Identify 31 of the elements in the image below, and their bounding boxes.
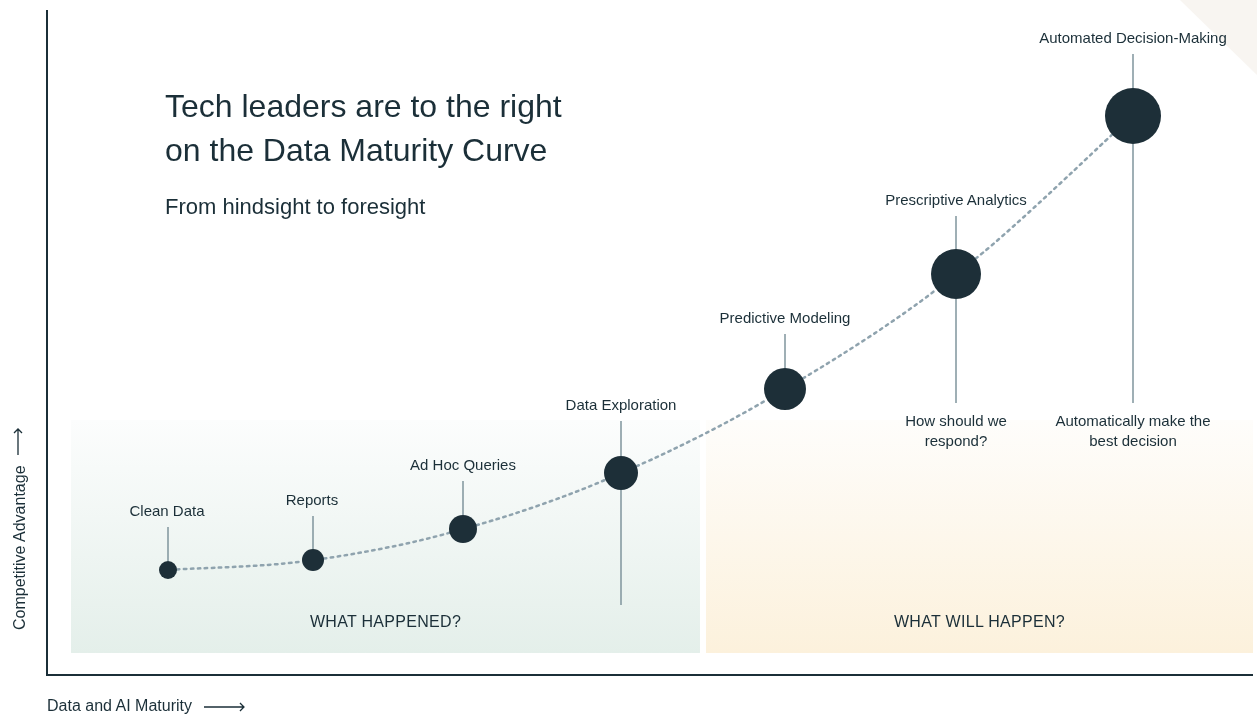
stage-label: Predictive Modeling [719, 306, 851, 329]
leader-line [784, 333, 786, 369]
stage-label: Ad Hoc Queries [410, 453, 516, 476]
axis-label: Data and AI Maturity [47, 697, 192, 715]
stage-label: Automated Decision-Making [1039, 26, 1227, 49]
milestone-dot [764, 368, 806, 410]
leader-line [1132, 53, 1134, 89]
maturity-curve [801, 288, 938, 380]
maturity-curve [475, 478, 607, 527]
leader-line [1132, 143, 1134, 404]
annotation-text: How should we respond? [901, 408, 1011, 454]
stage-label: Data Exploration [565, 393, 677, 416]
leader-line [167, 526, 169, 562]
maturity-curve [974, 133, 1114, 260]
milestone-dot [931, 249, 981, 299]
leader-line [620, 489, 622, 606]
leader-line [312, 515, 314, 550]
region-label: WHAT HAPPENED? [308, 613, 463, 631]
leader-line [955, 298, 957, 404]
stage-label: Prescriptive Analytics [885, 188, 1027, 211]
stage-label: Clean Data [129, 499, 205, 522]
milestone-dot [1105, 88, 1161, 144]
region-label: WHAT WILL HAPPEN? [892, 613, 1067, 631]
leader-line [620, 420, 622, 457]
leader-line [462, 480, 464, 516]
subtitle: From hindsight to foresight [165, 194, 426, 220]
chart-title: Tech leaders are to the right on the Data Maturity Curve [165, 87, 563, 170]
stage-label: Reports [285, 488, 339, 511]
maturity-curve [322, 531, 451, 560]
leader-line [955, 215, 957, 250]
annotation-text: Automatically make the best decision [1048, 408, 1218, 454]
